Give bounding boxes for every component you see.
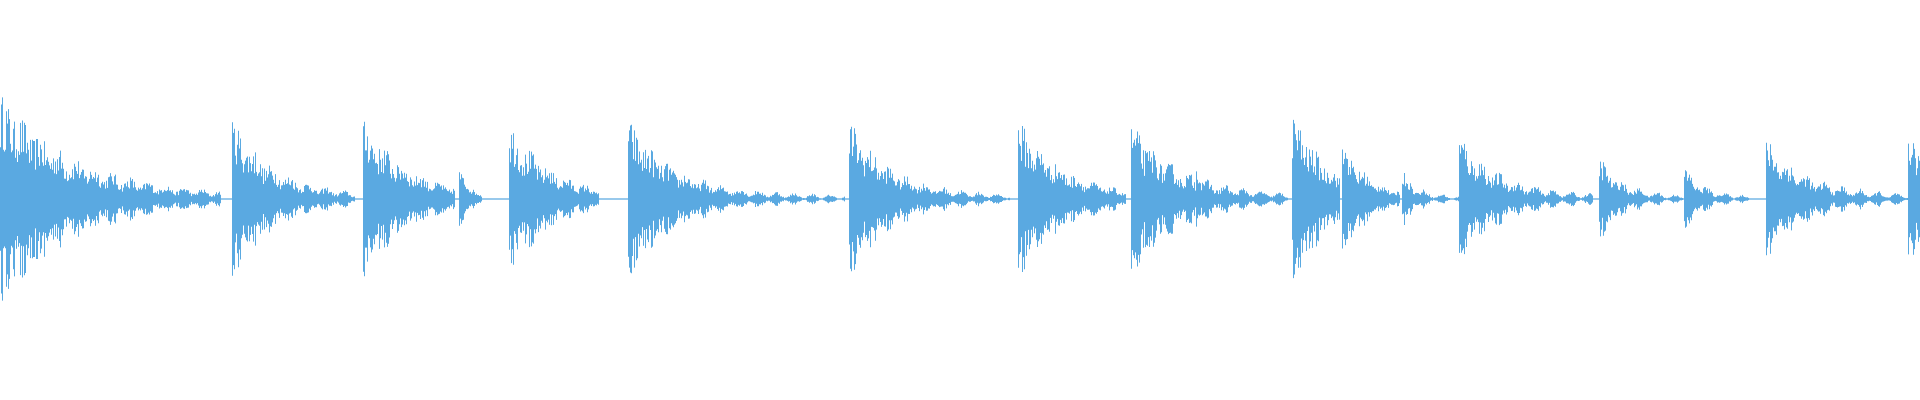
waveform-trace xyxy=(0,97,1920,301)
waveform-samples xyxy=(0,97,1920,301)
